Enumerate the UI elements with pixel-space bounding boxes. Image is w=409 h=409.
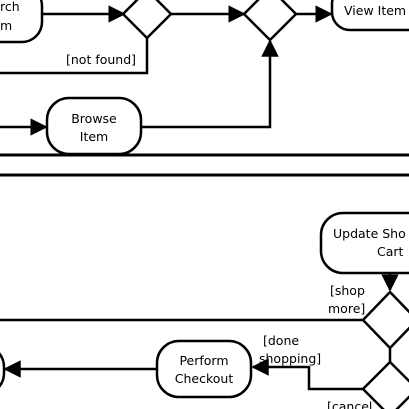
perform-checkout-node	[155, 339, 253, 399]
guard-done-shopping-2: shopping]	[259, 351, 321, 366]
guard-done-shopping-1: [done	[263, 333, 299, 348]
flow-browse-to-merge	[141, 39, 279, 129]
decision-found	[121, 0, 173, 40]
search-item-label-2: m	[0, 18, 12, 33]
decision-shop-more	[361, 290, 409, 350]
browse-item-node	[45, 96, 143, 156]
search-item-label-1: rch	[0, 0, 20, 14]
update-cart-node	[319, 211, 409, 275]
guard-cancel: [cancel	[327, 399, 372, 409]
decision-done-shopping	[361, 360, 409, 409]
flow-done-shopping	[251, 358, 363, 391]
perform-checkout-label-1: Perform	[179, 353, 228, 368]
guard-shop-more-2: more]	[328, 301, 365, 316]
perform-checkout-label-2: Checkout	[175, 371, 234, 386]
flow-not-found	[0, 38, 149, 75]
browse-item-label-1: Browse	[71, 111, 117, 126]
guard-not-found: [not found]	[66, 52, 136, 67]
update-cart-label-1: Update Sho	[333, 226, 406, 241]
browse-item-label-2: Item	[80, 129, 108, 144]
view-item-label: View Item	[344, 3, 406, 18]
view-item-node	[330, 0, 409, 32]
merge-node	[242, 0, 298, 42]
guard-shop-more-1: [shop	[330, 283, 365, 298]
cropped-left-node	[0, 352, 6, 388]
update-cart-label-2: Cart	[377, 244, 404, 259]
